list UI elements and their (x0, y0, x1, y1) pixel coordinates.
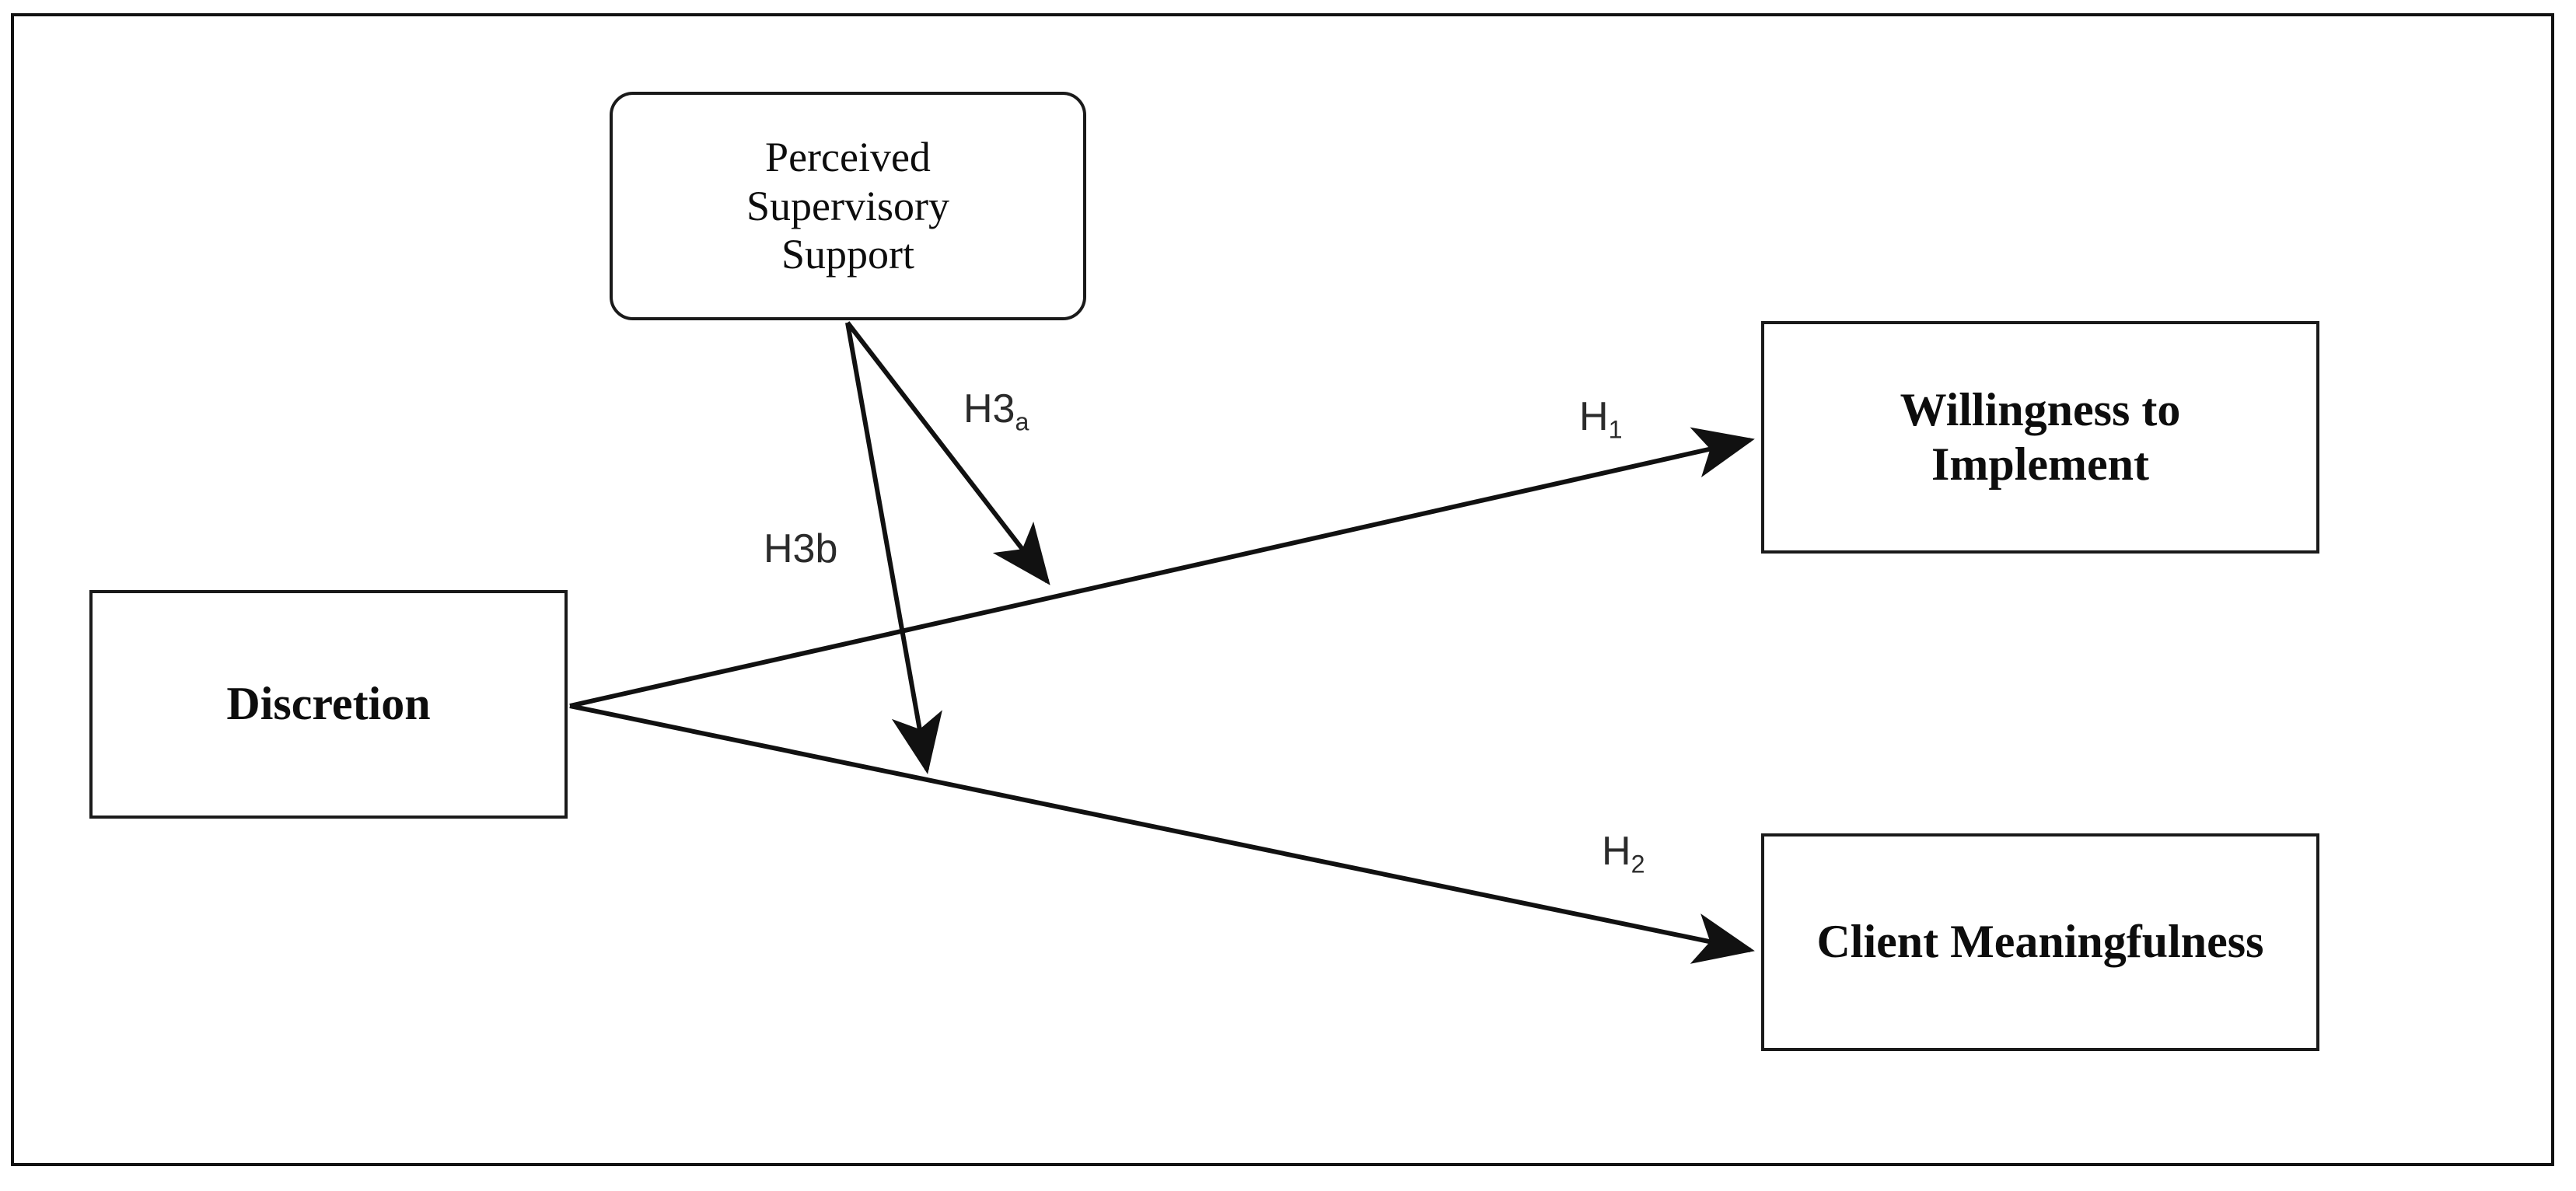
node-willingness-to-implement[interactable]: Willingness to Implement (1761, 321, 2319, 554)
path-label-h3a: H3a (963, 389, 1029, 435)
path-label-h3b: H3b (764, 529, 837, 569)
path-label-h2-sub: 2 (1631, 850, 1645, 878)
path-label-h1-sub: 1 (1608, 415, 1623, 444)
node-perceived-supervisory-support-label: Perceived Supervisory Support (746, 134, 949, 278)
node-client-meaningfulness-label: Client Meaningfulness (1816, 916, 2264, 968)
path-label-h1: H1 (1579, 396, 1623, 442)
path-label-h3b-main: H3b (764, 526, 838, 571)
path-h2-line (569, 704, 1755, 964)
node-perceived-supervisory-support[interactable]: Perceived Supervisory Support (610, 92, 1086, 320)
path-label-h2: H2 (1602, 831, 1645, 877)
path-label-h3a-main: H3 (963, 386, 1015, 431)
node-client-meaningfulness[interactable]: Client Meaningfulness (1761, 833, 2319, 1051)
path-h3a-line (845, 321, 1050, 585)
path-h3b-line (845, 322, 942, 774)
path-h1-line (569, 427, 1755, 708)
path-label-h2-main: H (1602, 829, 1631, 874)
node-willingness-to-implement-label: Willingness to Implement (1900, 383, 2181, 490)
path-label-h3a-sub: a (1015, 407, 1029, 436)
node-discretion-label: Discretion (226, 678, 431, 730)
path-label-h1-main: H (1579, 394, 1609, 439)
node-discretion[interactable]: Discretion (89, 590, 568, 819)
